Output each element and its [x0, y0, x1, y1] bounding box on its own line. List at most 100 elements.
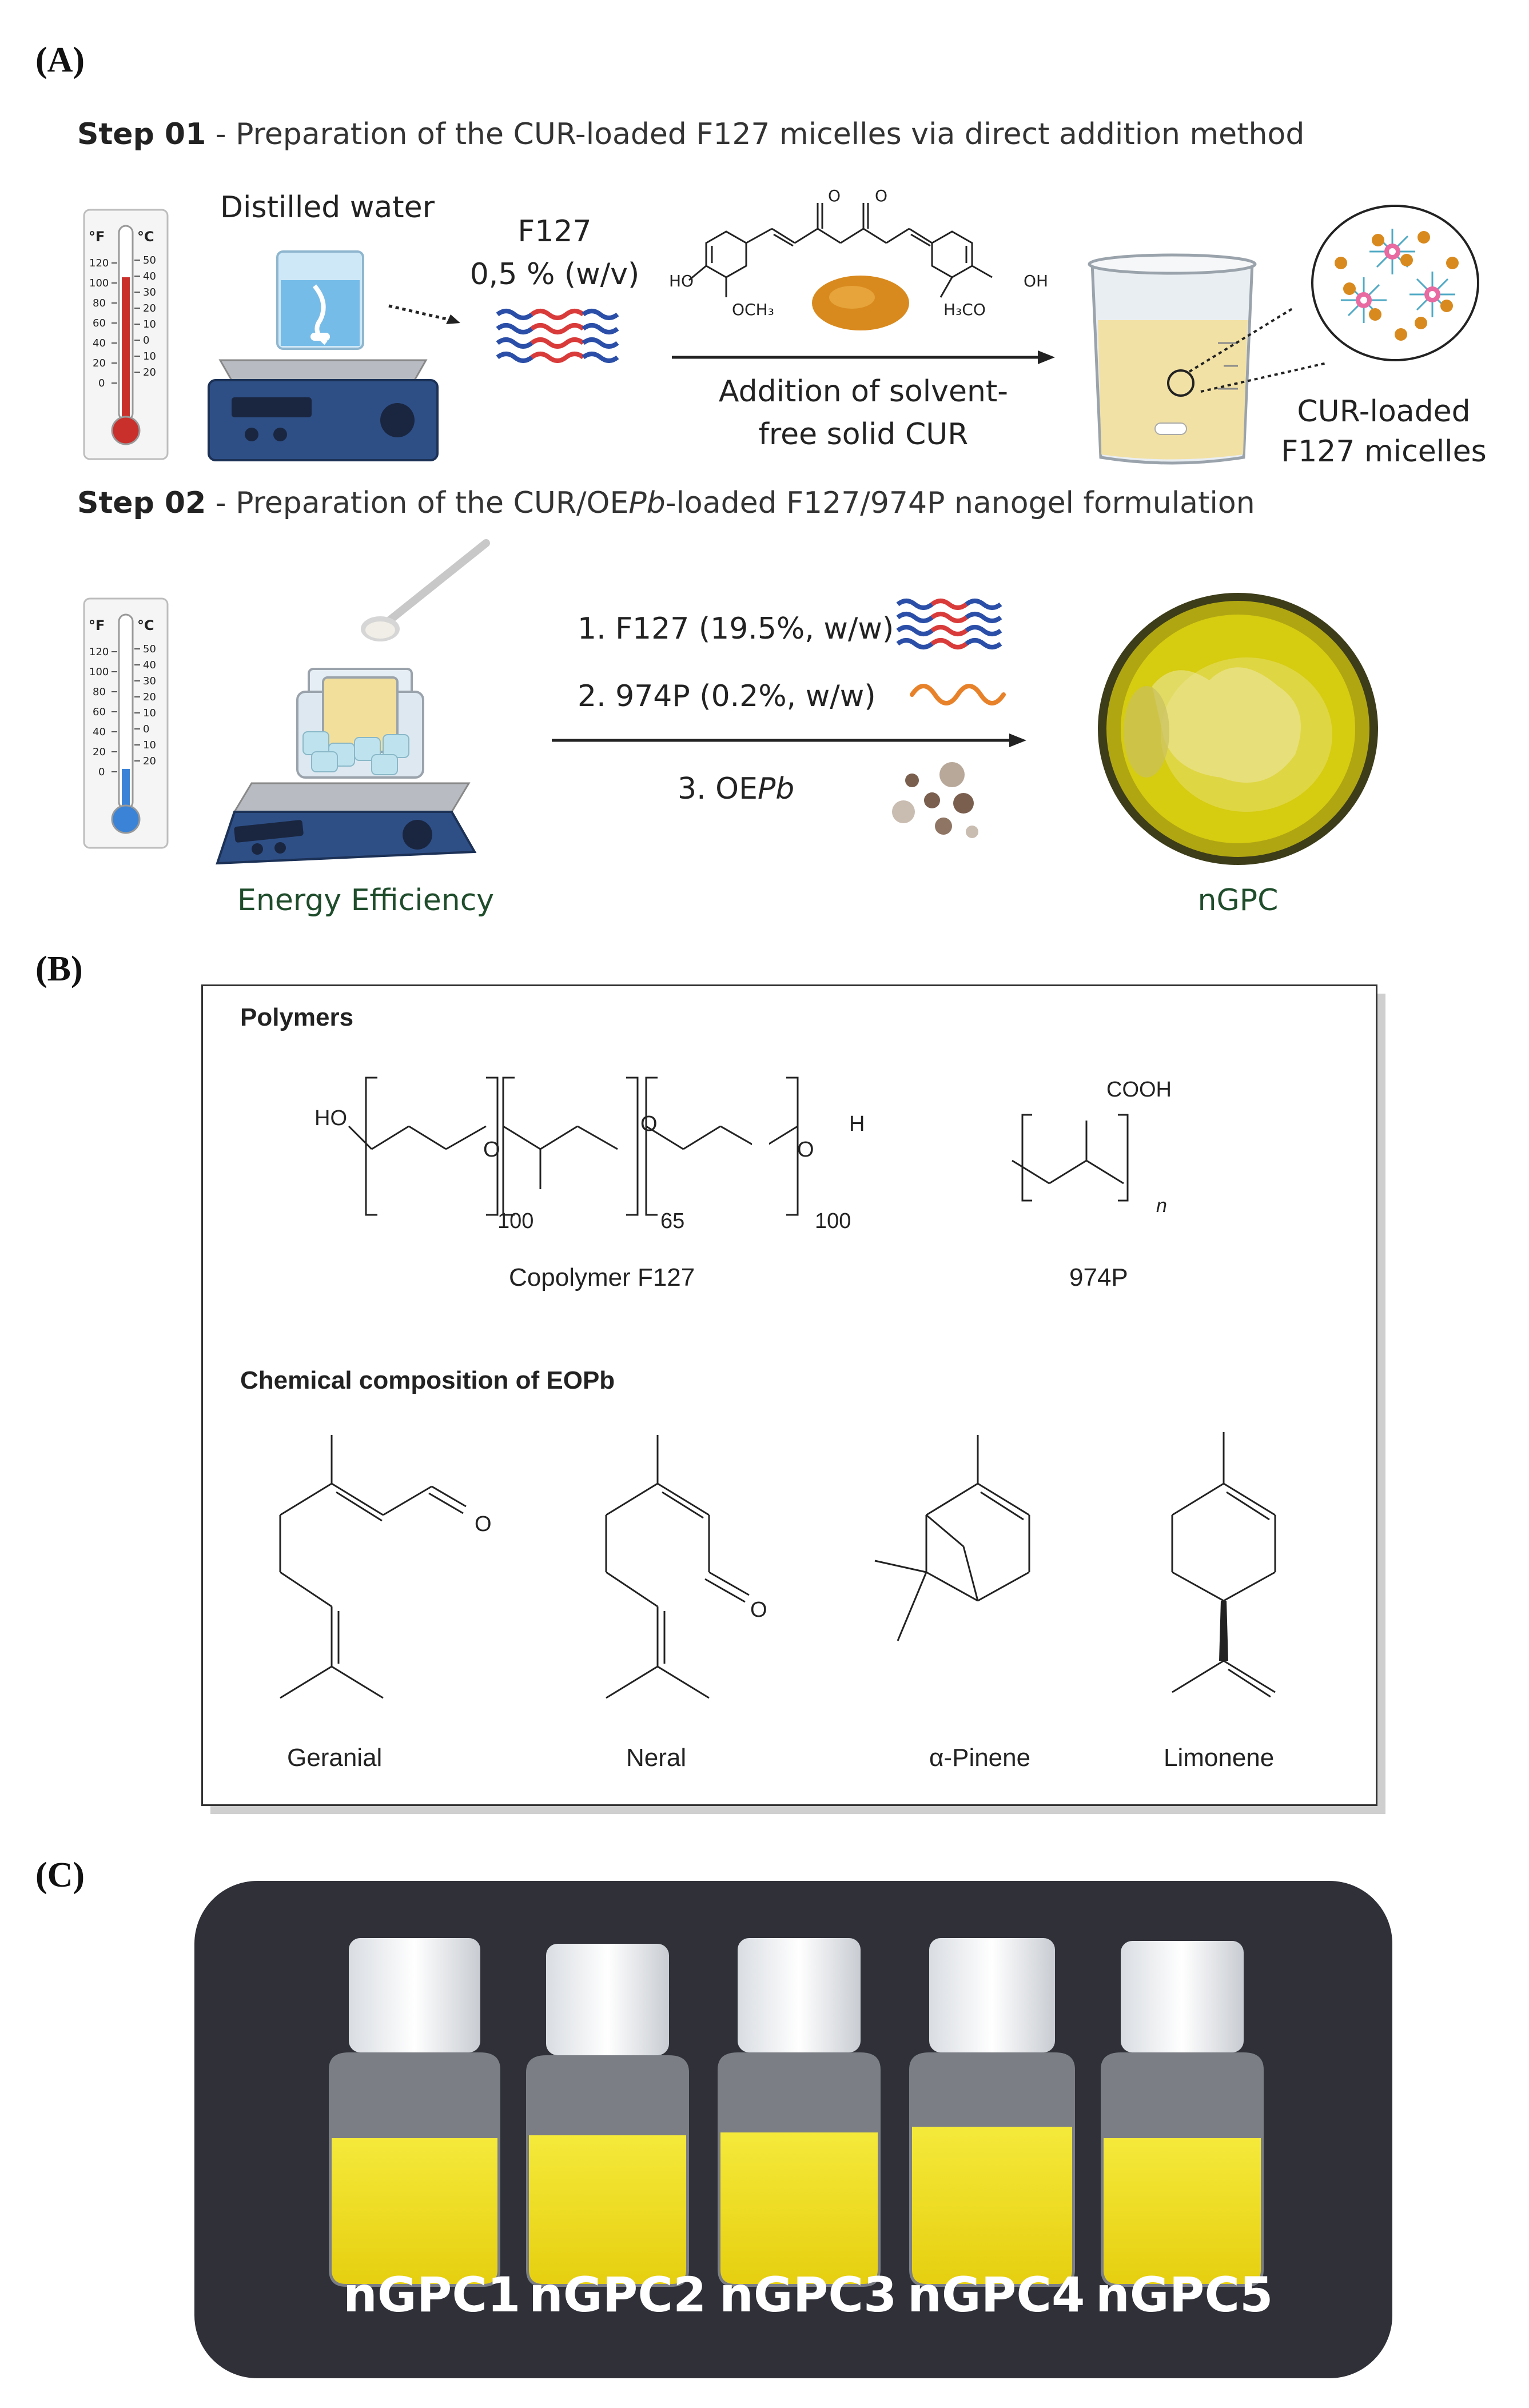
copolymer-o-label: O [483, 1138, 500, 1162]
panel-b-label: (B) [35, 949, 83, 990]
carbomer-974p-label: 974P [1069, 1263, 1128, 1292]
step2-heading: Step 02 - Preparation of the CUR/OEPb-lo… [77, 486, 1255, 520]
thermometer-c-tick: 0 [143, 334, 149, 346]
copolymer-subscript: 100 [815, 1209, 851, 1234]
vials-row [194, 1881, 1392, 2293]
addition-line1: Addition of solvent- [672, 374, 1055, 409]
vial-label: nGPC3 [719, 2267, 897, 2323]
distilled-water-label: Distilled water [220, 190, 435, 225]
thermometer-c-tick: 30 [143, 675, 156, 687]
thermometer-f-tick: 100 [89, 277, 109, 289]
thermometer-f-tick: 40 [93, 726, 106, 738]
vial-label: nGPC5 [1096, 2267, 1273, 2323]
thermometer-c-tick: 10 [143, 739, 156, 751]
compound-label: Geranial [287, 1744, 382, 1772]
thermometer-c-tick: 50 [143, 643, 156, 655]
thermometer-cold-icon [83, 597, 169, 849]
copolymer-subscript: 100 [497, 1209, 533, 1234]
vial-label: nGPC1 [343, 2267, 520, 2323]
thermometer-c-unit: °C [137, 617, 154, 633]
thermometer-c-tick: 10 [143, 350, 156, 362]
copolymer-subscript: 65 [660, 1209, 684, 1234]
thermometer-c-tick: 20 [143, 302, 156, 314]
curcumin-structure [672, 189, 1061, 337]
curcumin-oh-label: OH [1024, 272, 1048, 290]
thermometer-c-tick: 50 [143, 254, 156, 266]
panel-a-label: (A) [35, 40, 85, 81]
carbomer-n-label: n [1156, 1195, 1167, 1217]
f127-label: F127 [480, 214, 629, 249]
vial-label: nGPC2 [529, 2267, 706, 2323]
nanogel-dish-icon [1095, 589, 1381, 869]
ngpc-product-label: nGPC [1124, 883, 1352, 918]
limonene-structure [1161, 1429, 1309, 1727]
micelles-line2: F127 micelles [1258, 434, 1510, 469]
dotted-arrow [389, 300, 463, 329]
vial-5 [1101, 1941, 1264, 2287]
step2-item3-italic: Pb [758, 772, 794, 806]
carbomer-974p-structure [1006, 1098, 1178, 1223]
thermometer-f-tick: 60 [93, 706, 106, 718]
vial-label: nGPC4 [907, 2267, 1085, 2323]
compound-label: Limonene [1164, 1744, 1274, 1772]
thermometer-c-tick: 10 [143, 318, 156, 330]
carbomer-cooh-label: COOH [1106, 1078, 1172, 1102]
alpha-pinene-structure [863, 1429, 1058, 1669]
copolymer-o-label: O [640, 1112, 658, 1137]
step2-text-prefix: - Preparation of the CUR/OE [206, 486, 628, 520]
energy-efficiency-label: Energy Efficiency [237, 883, 494, 918]
curcumin-h3co-label: H₃CO [943, 300, 986, 319]
thermometer-c-unit: °C [137, 229, 154, 245]
step2-arrow [552, 729, 1026, 752]
thermometer-f-tick: 40 [93, 337, 106, 349]
curcumin-o-label: O [828, 186, 841, 205]
addition-line2: free solid CUR [672, 417, 1055, 452]
step1-heading: Step 01 - Preparation of the CUR-loaded … [77, 117, 1304, 152]
step1-text: - Preparation of the CUR-loaded F127 mic… [206, 117, 1304, 152]
f127-polymer-icon [898, 597, 1006, 649]
step2-item3-prefix: 3. OE [678, 772, 758, 806]
ice-bath-hotplate-icon [212, 532, 497, 875]
thermometer-c-tick: 20 [143, 755, 156, 767]
thermometer-f-tick: 120 [89, 646, 109, 658]
vial-4 [909, 1938, 1075, 2287]
copolymer-ho-label: HO [314, 1106, 347, 1131]
thermometer-f-tick: 0 [98, 377, 105, 389]
thermometer-hot-icon [83, 209, 169, 460]
thermometer-f-unit: °F [89, 229, 105, 245]
compound-label: α-Pinene [929, 1744, 1030, 1772]
step2-item2: 2. 974P (0.2%, w/w) [578, 679, 876, 713]
geranial-o-label: O [475, 1512, 492, 1537]
curcumin-o-label: O [875, 186, 887, 205]
panel-c-label: (C) [35, 1855, 85, 1896]
vial-1 [329, 1938, 500, 2287]
zoom-connector-lines [1178, 309, 1338, 400]
thermometer-c-tick: 10 [143, 707, 156, 719]
thermometer-f-tick: 0 [98, 766, 105, 778]
step2-bold: Step 02 [77, 486, 206, 520]
thermometer-c-tick: 20 [143, 366, 156, 378]
thermometer-f-tick: 60 [93, 317, 106, 329]
polymers-heading: Polymers [240, 1003, 353, 1032]
step1-bold: Step 01 [77, 117, 206, 152]
vial-2 [526, 1944, 689, 2287]
thermometer-f-tick: 100 [89, 666, 109, 678]
thermometer-c-tick: 40 [143, 659, 156, 671]
thermometer-f-tick: 80 [93, 686, 106, 698]
micelles-line1: CUR-loaded [1258, 394, 1510, 429]
thermometer-f-tick: 20 [93, 357, 106, 369]
curcumin-och3-label: OCH₃ [732, 300, 774, 319]
thermometer-f-tick: 80 [93, 297, 106, 309]
step2-text-italic: Pb [628, 486, 665, 520]
copolymer-f127-label: Copolymer F127 [509, 1263, 695, 1292]
curcumin-ho-label: HO [669, 272, 694, 290]
neral-o-label: O [750, 1598, 767, 1622]
thermometer-c-tick: 30 [143, 286, 156, 298]
step1-arrow [672, 346, 1055, 369]
thermometer-c-tick: 40 [143, 270, 156, 282]
compound-label: Neral [626, 1744, 686, 1772]
thermometer-c-tick: 20 [143, 691, 156, 703]
hotplate-beaker-icon [209, 246, 437, 463]
oepb-droplets-icon [889, 758, 986, 843]
